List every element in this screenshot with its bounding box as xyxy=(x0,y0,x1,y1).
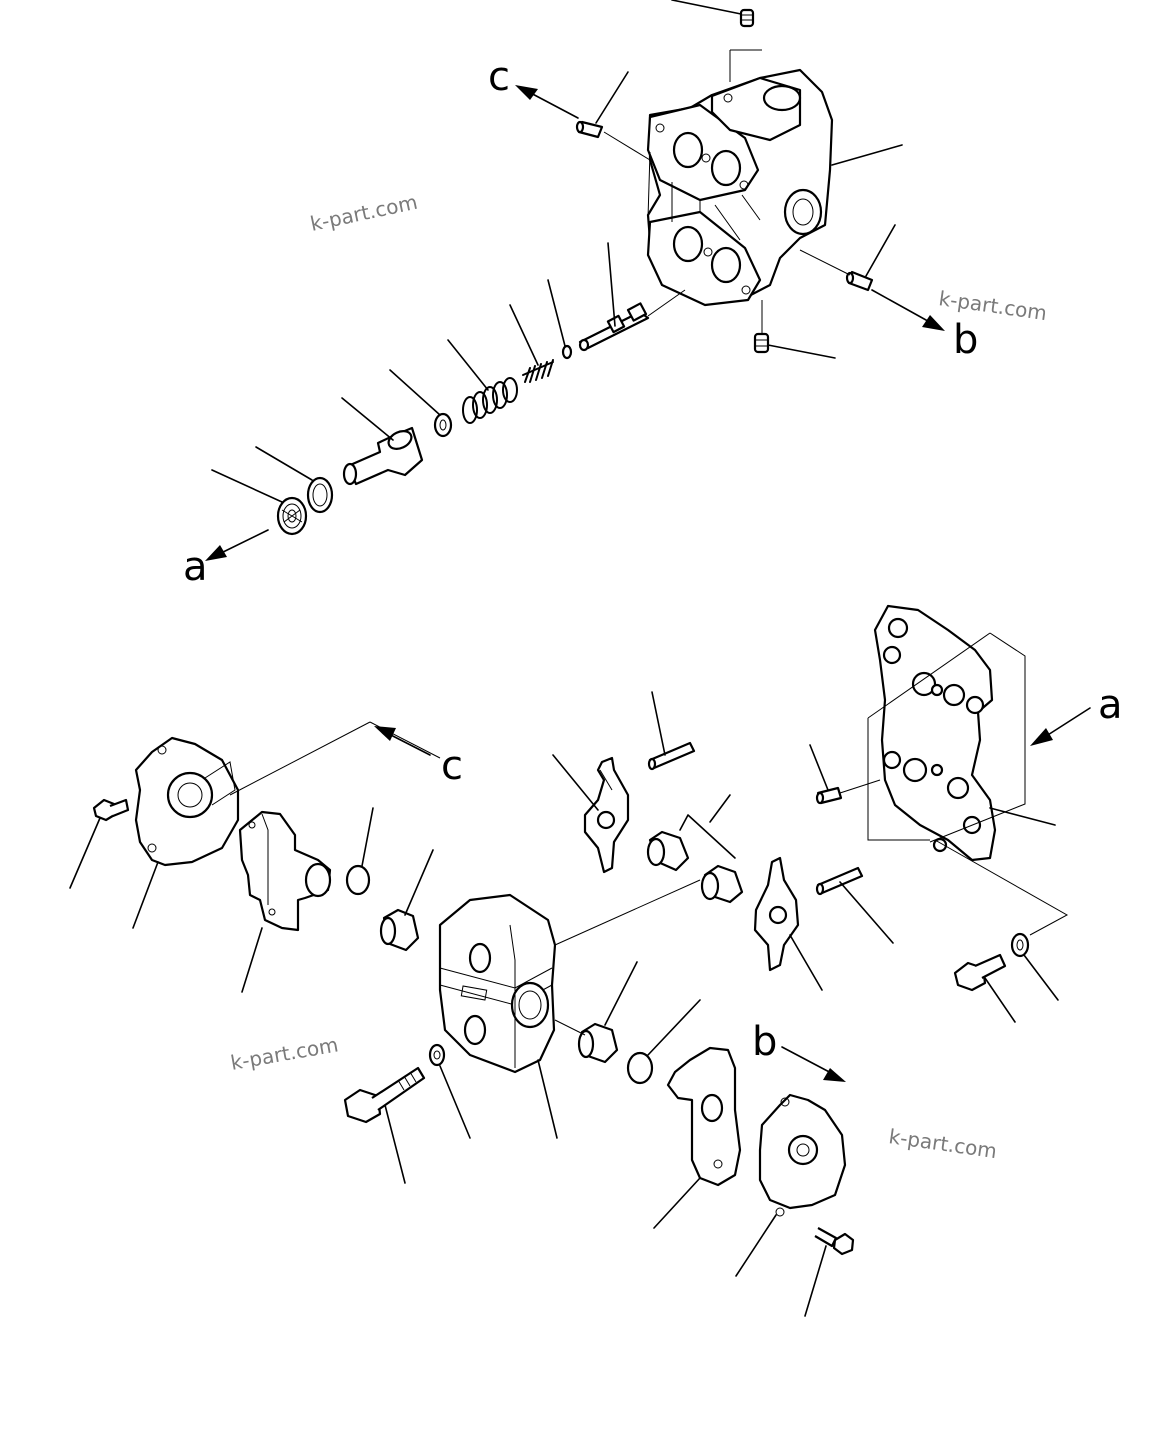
small-bolt-right xyxy=(814,1227,855,1256)
arrow-b-bottom xyxy=(781,1046,836,1076)
plug-screw-top xyxy=(739,8,755,28)
washer-center xyxy=(428,1043,446,1067)
washer-right xyxy=(1010,932,1030,958)
gasket-plate xyxy=(873,604,997,862)
ref-b-top: b xyxy=(953,317,978,363)
plug-screw-bottom xyxy=(753,332,770,354)
flange-cover-right xyxy=(758,1093,847,1217)
ref-a-top: a xyxy=(183,544,208,590)
dowel-pin-plate xyxy=(815,786,843,805)
dowel-pin-right xyxy=(845,270,874,292)
ref-c-top: c xyxy=(488,54,510,100)
bushing-left xyxy=(379,908,420,952)
arrow-b-top xyxy=(871,289,936,326)
inner-spring xyxy=(522,359,554,383)
bushing-lower xyxy=(577,1022,619,1064)
hex-bolt-right xyxy=(953,953,1007,992)
pin-long-right xyxy=(815,866,864,896)
cap-plug-right xyxy=(626,1051,654,1085)
ref-b-bottom: b xyxy=(752,1019,777,1065)
lever-left xyxy=(583,756,630,874)
dowel-pin-upper xyxy=(575,120,604,139)
arm-right xyxy=(666,1046,742,1187)
arrow-c-bottom xyxy=(384,731,431,756)
piston xyxy=(342,426,424,486)
bushing-pair xyxy=(646,830,744,904)
o-ring xyxy=(306,476,334,514)
cap-plug-left xyxy=(345,864,371,896)
long-bolt xyxy=(343,1066,426,1124)
snap-ring xyxy=(561,344,573,360)
lever-right xyxy=(753,856,800,972)
small-bolt-left xyxy=(92,798,130,822)
valve-body xyxy=(646,68,834,307)
watermark-4: k-part.com xyxy=(887,1124,998,1163)
watermark-3: k-part.com xyxy=(229,1032,340,1075)
outer-spring xyxy=(462,377,518,424)
spring-seat xyxy=(433,412,453,438)
ref-a-bottom: a xyxy=(1098,682,1123,728)
center-housing xyxy=(438,893,557,1074)
plug xyxy=(276,496,308,536)
watermark-1: k-part.com xyxy=(308,190,420,236)
flange-cover-left xyxy=(134,736,240,867)
leader-line xyxy=(831,144,903,166)
ref-c-bottom: c xyxy=(441,743,463,789)
valve-spool xyxy=(578,302,650,352)
arm-left xyxy=(238,810,332,932)
pin-long-middle xyxy=(647,741,696,771)
